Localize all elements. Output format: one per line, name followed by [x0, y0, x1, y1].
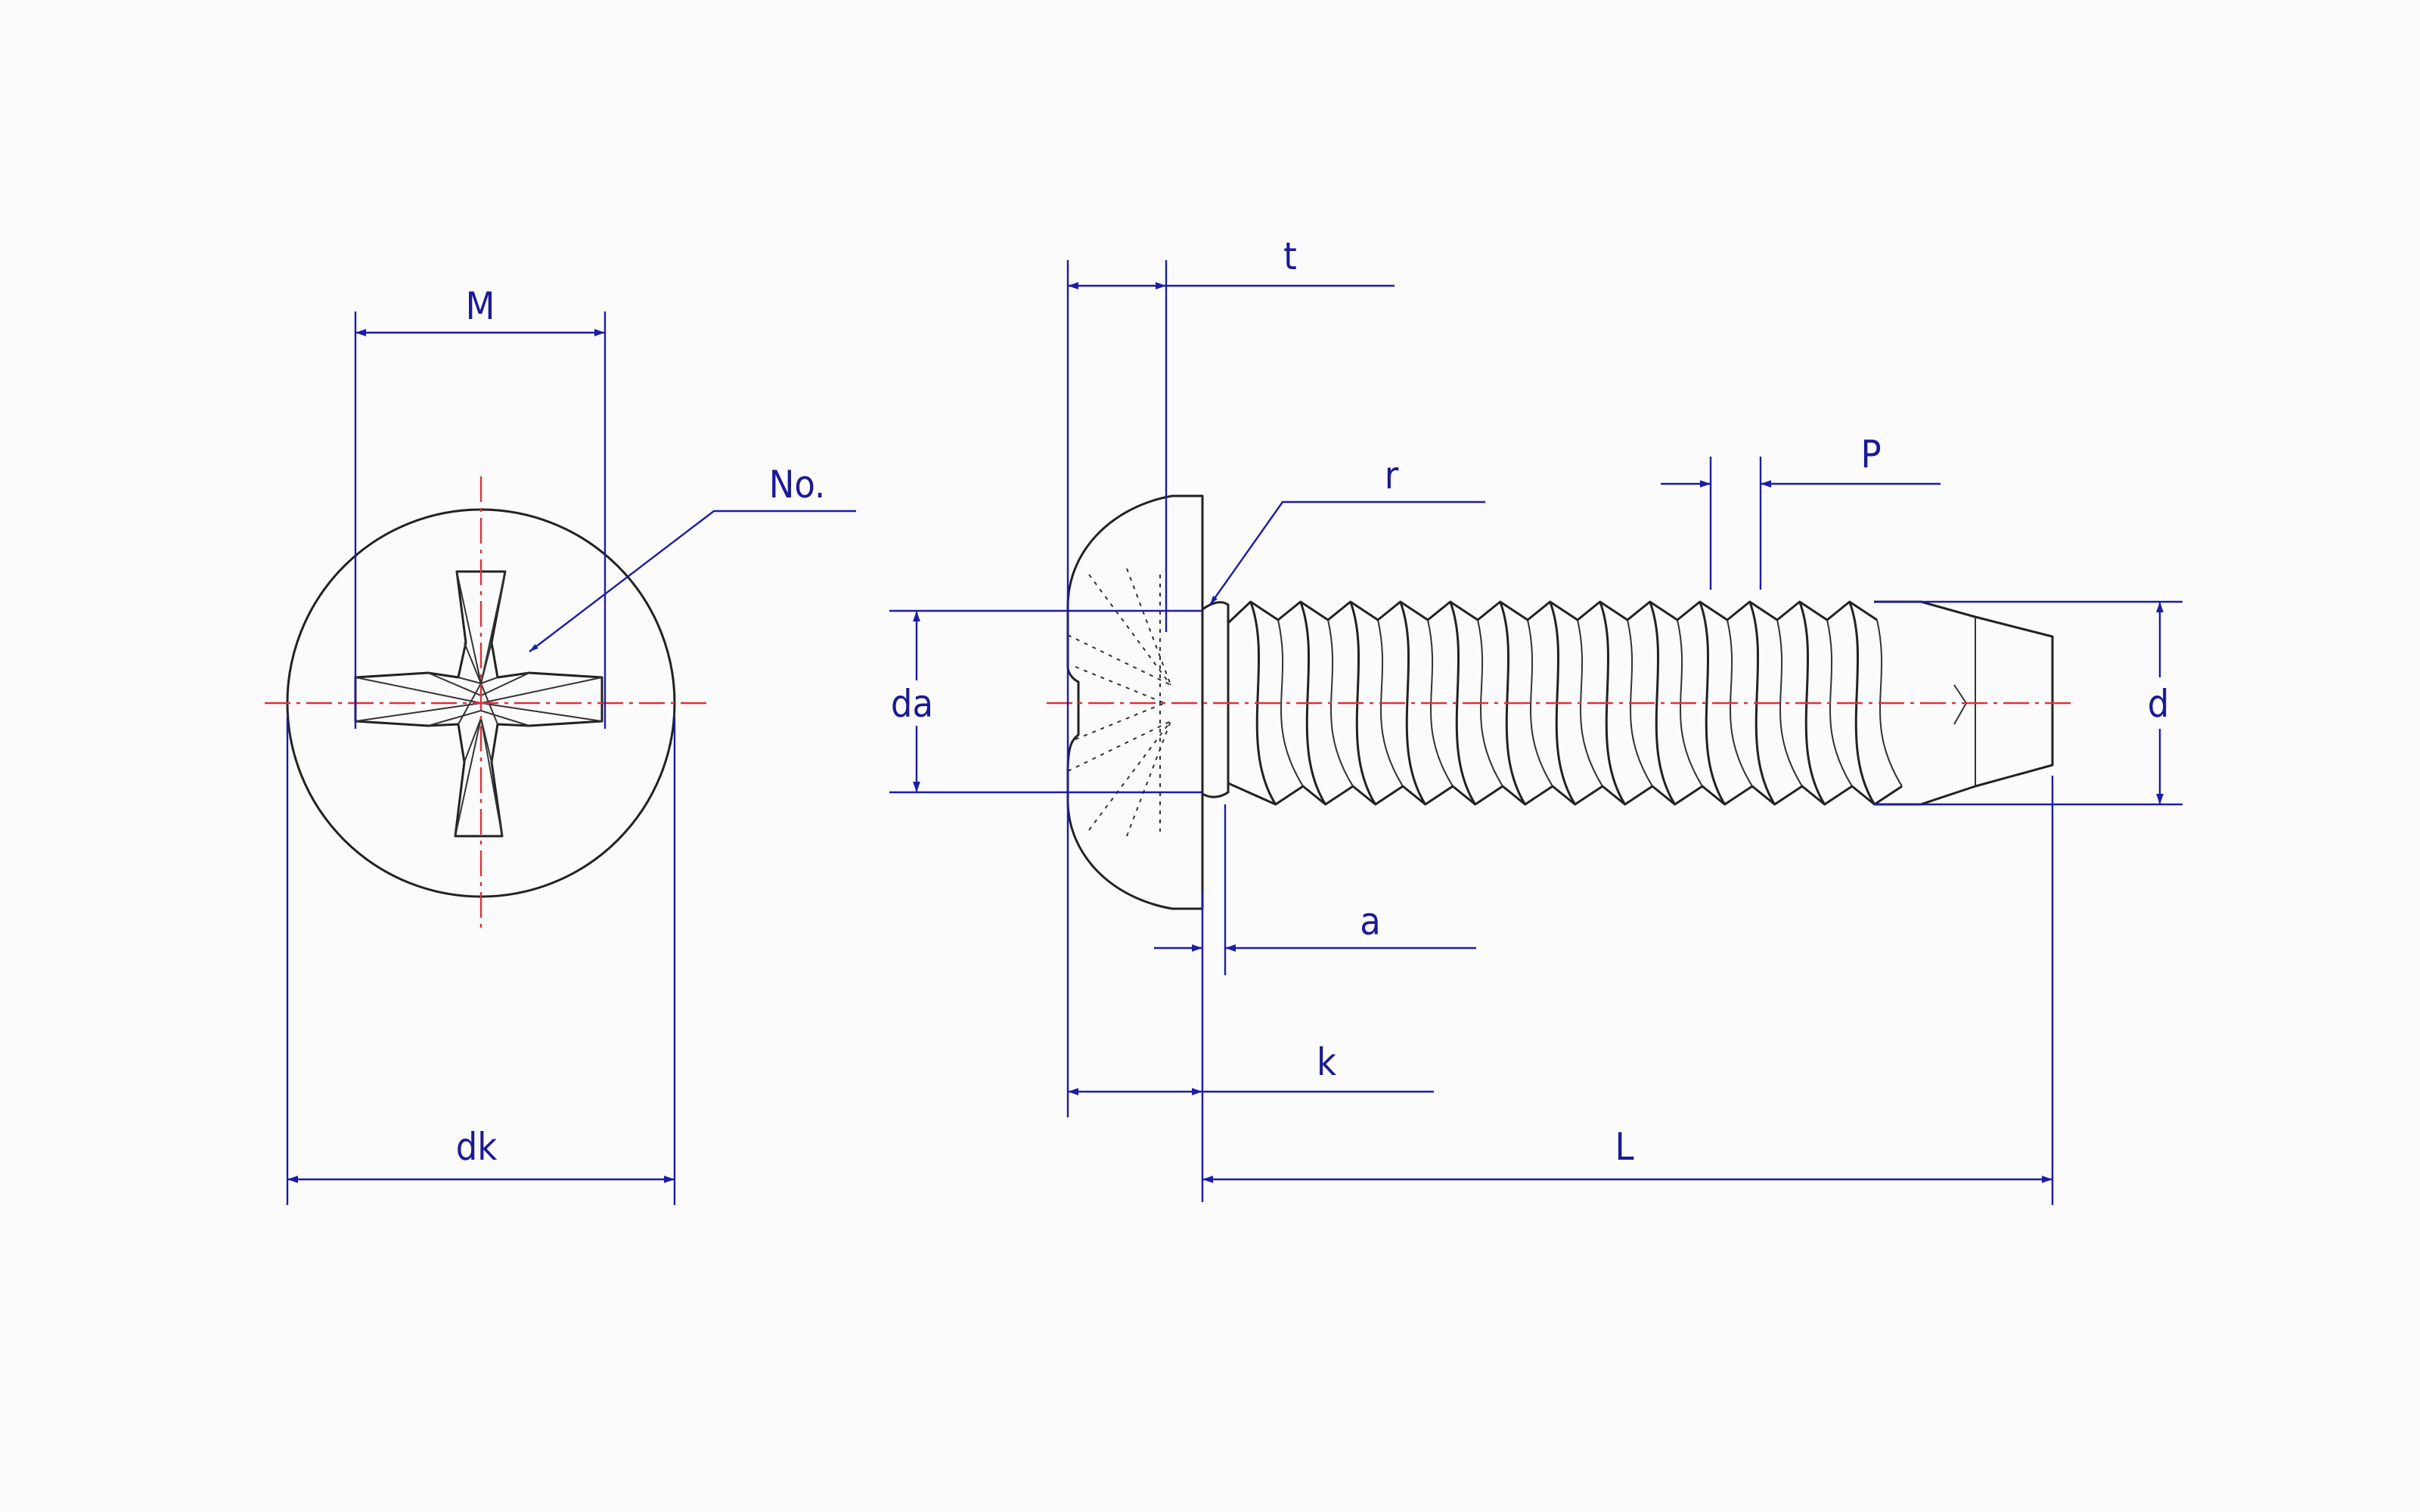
- label-d: d: [2148, 682, 2170, 726]
- label-l: L: [1615, 1125, 1634, 1169]
- screw-tip: [1874, 600, 2054, 806]
- dimension-no: No.: [529, 463, 856, 652]
- dimension-k: k: [1068, 1040, 1434, 1095]
- head-top-view: [265, 476, 711, 933]
- label-dk: dk: [456, 1125, 498, 1169]
- label-p: P: [1860, 432, 1881, 476]
- label-k: k: [1317, 1040, 1336, 1084]
- screw-side-view: [1066, 494, 2054, 910]
- dimension-da: da: [889, 609, 1202, 794]
- dimension-l: L: [1202, 776, 2054, 1205]
- label-no: No.: [769, 463, 826, 507]
- label-a: a: [1360, 900, 1381, 943]
- dimension-m: M: [354, 284, 607, 729]
- dimension-dk: dk: [286, 717, 676, 1205]
- dimension-d: d: [1874, 600, 2183, 806]
- label-da: da: [891, 682, 933, 726]
- dimension-p: P: [1661, 432, 1941, 590]
- screw-head: [1066, 494, 1204, 910]
- dimension-a: a: [1154, 804, 1476, 1202]
- label-m: M: [466, 284, 495, 328]
- dimension-t: t: [1066, 234, 1395, 1117]
- label-r: r: [1385, 454, 1399, 497]
- label-t: t: [1283, 234, 1297, 278]
- dimension-r: r: [1209, 454, 1485, 606]
